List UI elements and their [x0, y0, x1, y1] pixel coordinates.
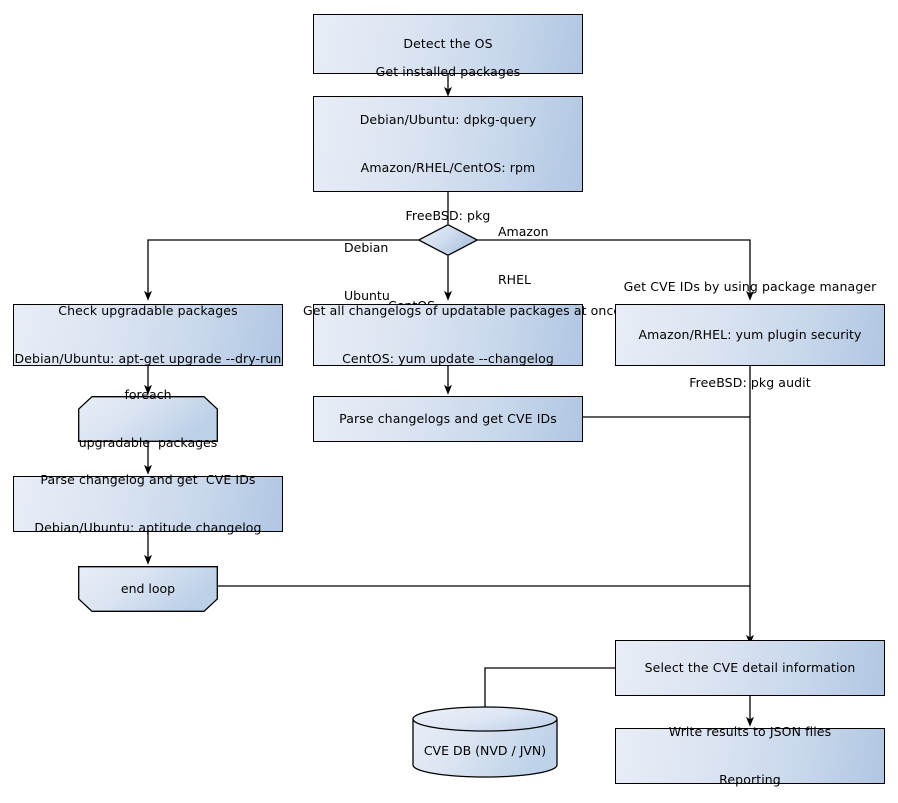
node-check-upgradable-packages[interactable]: Check upgradable packages Debian/Ubuntu:…	[13, 303, 283, 366]
node-parse-changelogs-centos-label: Parse changelogs and get CVE IDs	[339, 411, 557, 426]
node-detect-os-label: Detect the OS	[403, 36, 493, 51]
node-os-decision[interactable]	[417, 223, 479, 257]
node-parse-changelog-debian[interactable]: Parse changelog and get CVE IDs Debian/U…	[13, 472, 283, 535]
node-foreach-loop-text: foreach upgradable packages	[78, 387, 218, 450]
foreach-shape	[78, 396, 218, 442]
node-cve-db-label: CVE DB (NVD / JVN)	[423, 742, 547, 758]
node-parse-changelog-debian-text: Parse changelog and get CVE IDs Debian/U…	[34, 440, 261, 568]
node-cve-db[interactable]: CVE DB (NVD / JVN)	[412, 706, 558, 778]
node-get-installed-packages-text: Get installed packages Debian/Ubuntu: dp…	[360, 32, 537, 256]
node-get-installed-packages-line1: Get installed packages	[375, 64, 521, 79]
node-check-upgradable-text: Check upgradable packages Debian/Ubuntu:…	[15, 271, 282, 399]
branch-label-right-line1: Amazon	[498, 224, 549, 239]
node-get-all-changelogs-line2: CentOS: yum update --changelog	[342, 351, 554, 366]
node-cve-db-text: CVE DB (NVD / JVN)	[412, 706, 558, 786]
node-write-results-line2: Reporting	[719, 772, 781, 787]
node-get-installed-packages-line4: FreeBSD: pkg	[405, 208, 491, 223]
node-write-results-line1: Write results to JSON files	[668, 724, 832, 739]
node-get-installed-packages[interactable]: Get installed packages Debian/Ubuntu: dp…	[313, 64, 583, 223]
node-write-results[interactable]: Write results to JSON files Reporting	[615, 724, 885, 787]
node-parse-changelog-debian-line1: Parse changelog and get CVE IDs	[40, 472, 256, 487]
node-get-installed-packages-line3: Amazon/RHEL/CentOS: rpm	[360, 160, 536, 175]
endloop-shape	[78, 566, 218, 612]
node-get-cve-ids-package-manager[interactable]: Get CVE IDs by using package manager Ama…	[615, 279, 885, 390]
node-get-all-changelogs-line1: Get all changelogs of updatable packages…	[303, 303, 622, 318]
branch-label-left-line2: Ubuntu	[344, 288, 390, 303]
node-foreach-loop[interactable]: foreach upgradable packages	[78, 387, 218, 450]
branch-label-right-line2: RHEL	[498, 272, 531, 287]
diamond-shape	[417, 223, 479, 257]
node-detect-os[interactable]: Detect the OS	[313, 14, 583, 74]
node-parse-changelog-debian-line2: Debian/Ubuntu: aptitude changelog	[34, 520, 262, 535]
node-get-installed-packages-line2: Debian/Ubuntu: dpkg-query	[359, 112, 537, 127]
node-get-all-changelogs[interactable]: Get all changelogs of updatable packages…	[303, 303, 621, 366]
node-select-cve-detail-label: Select the CVE detail information	[644, 660, 856, 675]
node-end-loop-label: end loop	[120, 581, 176, 596]
node-get-cve-ids-line2: Amazon/RHEL: yum plugin security	[638, 327, 862, 342]
node-get-cve-ids-line1: Get CVE IDs by using package manager	[623, 279, 877, 294]
node-get-all-changelogs-text: Get all changelogs of updatable packages…	[303, 271, 622, 399]
node-foreach-loop-line1: foreach	[124, 387, 172, 402]
node-end-loop[interactable]: end loop	[78, 566, 218, 612]
branch-label-left: Debian Ubuntu	[344, 208, 414, 336]
node-check-upgradable-line1: Check upgradable packages	[58, 303, 238, 318]
node-foreach-loop-line2: upgradable packages	[78, 435, 218, 450]
node-check-upgradable-line2: Debian/Ubuntu: apt-get upgrade --dry-run	[14, 351, 282, 366]
node-get-cve-ids-line3: FreeBSD: pkg audit	[689, 375, 811, 390]
branch-label-left-line1: Debian	[344, 240, 389, 255]
node-get-cve-ids-text: Get CVE IDs by using package manager Ama…	[624, 247, 877, 423]
database-cylinder-icon	[412, 706, 558, 778]
node-write-results-text: Write results to JSON files Reporting	[669, 692, 831, 803]
node-end-loop-text: end loop	[78, 566, 218, 612]
node-select-cve-detail[interactable]: Select the CVE detail information	[615, 640, 885, 696]
node-parse-changelogs-centos[interactable]: Parse changelogs and get CVE IDs	[313, 396, 583, 442]
